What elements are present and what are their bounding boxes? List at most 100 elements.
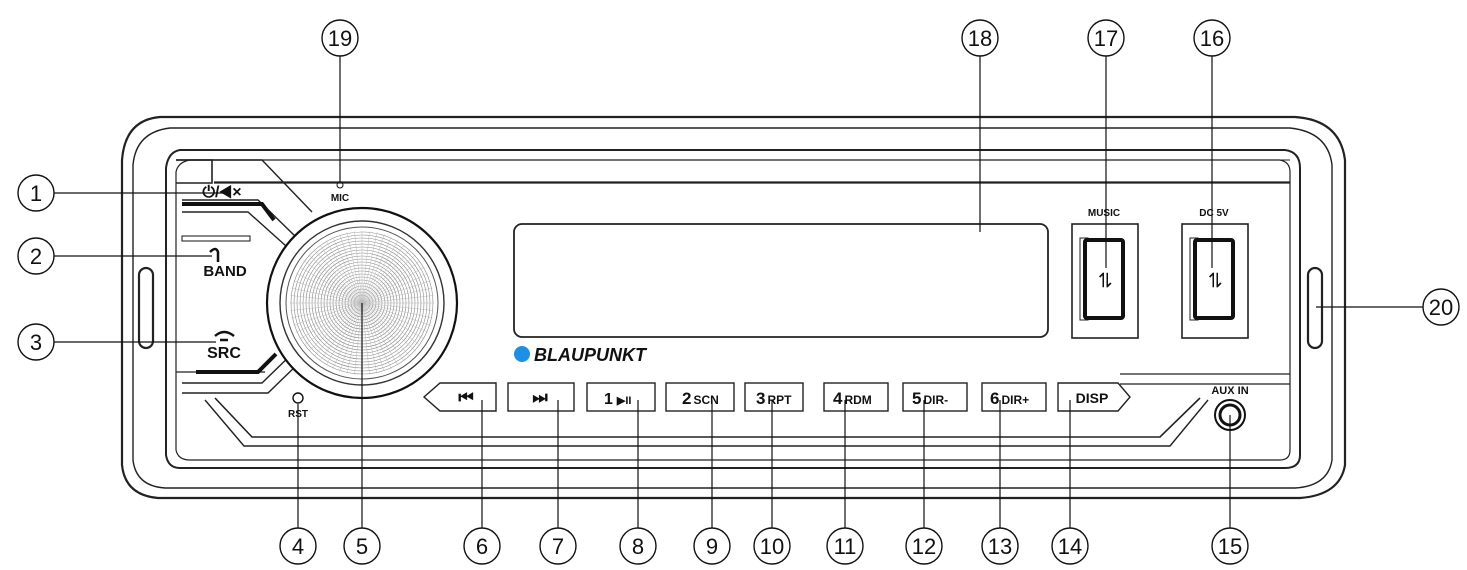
callout-6: 6 [463,400,501,565]
knob-texture [290,231,434,375]
callout-18: 18 [961,19,999,232]
callout-circle [1087,19,1125,57]
callout-circle [321,19,359,57]
callout-number: 12 [912,534,936,559]
callout-number: 3 [30,330,42,355]
callout-4: 4 [279,404,317,565]
callout-number: 11 [834,534,857,559]
button-4-number: 4 [833,389,843,408]
callout-12: 12 [905,400,943,565]
button-6-text: DIR+ [1001,393,1029,407]
callout-8: 8 [619,400,657,565]
button-6-dir-up[interactable] [981,382,1047,412]
callout-circle [17,237,55,275]
callout-circle [463,527,501,565]
dc5v-label: DC 5V [1199,208,1229,219]
callout-circle [961,19,999,57]
button-3-text: RPT [767,393,792,407]
button-5-dir-down[interactable] [902,382,968,412]
callout-number: 13 [988,534,1012,559]
src-button[interactable]: SRC [196,330,278,374]
callout-circle [905,527,943,565]
callout-number: 18 [968,26,992,51]
callout-19: 19 [321,19,359,182]
callout-circle [279,527,317,565]
callout-circle [981,527,1019,565]
brand-name: BLAUPUNKT [534,345,648,365]
usb-dc5v-port[interactable]: DC 5V ⇌ [1181,208,1249,339]
callout-number: 10 [760,534,784,559]
callout-circle [1211,527,1249,565]
disp-label: DISP [1076,390,1109,406]
play-pause-icon: ▶II [616,395,632,407]
callout-7: 7 [539,400,577,565]
callout-circle [539,527,577,565]
src-label: SRC [207,345,241,362]
button-5-number: 5 [912,389,921,408]
callout-circle [753,527,791,565]
callout-number: 15 [1218,534,1242,559]
callout-16: 16 [1193,19,1231,268]
callout-5: 5 [343,303,381,565]
band-label: BAND [203,263,246,280]
callout-number: 1 [30,181,42,206]
band-button[interactable]: BAND [181,235,251,280]
button-3-number: 3 [756,389,765,408]
callout-2: 2 [17,237,212,275]
outer-frame [120,115,1347,500]
callout-number: 2 [30,244,42,269]
callout-circle [17,323,55,361]
usb-icon: ⇌ [1094,272,1116,289]
left-release-slot [137,266,155,350]
callout-circle [1422,288,1460,326]
button-1-number: 1 [604,391,613,408]
right-release-slot [1306,266,1324,350]
callout-circle [619,527,657,565]
button-5-text: DIR- [923,393,948,407]
music-label: MUSIC [1088,208,1120,219]
callout-circle [1193,19,1231,57]
callout-11: 11 [826,400,864,565]
callout-14: 14 [1051,400,1089,565]
mic-label: MIC [331,193,349,204]
callout-number: 16 [1200,26,1224,51]
prev-button[interactable] [422,382,497,412]
callout-number: 9 [706,534,718,559]
button-2-number: 2 [682,389,691,408]
power-mute-button[interactable]: ⏻/◀× [182,184,276,222]
svg-text:1▶II: 1▶II [604,391,631,408]
callout-number: 7 [552,534,564,559]
callout-17: 17 [1087,19,1125,268]
button-4-random[interactable] [823,382,889,412]
callout-number: 4 [292,534,304,559]
callout-9: 9 [693,400,731,565]
button-2-text: SCN [693,393,718,407]
brand-logo: BLAUPUNKT [514,345,648,365]
callout-20: 20 [1316,288,1460,326]
callout-number: 14 [1058,534,1082,559]
callout-number: 19 [328,26,352,51]
callout-number: 6 [476,534,488,559]
disp-button[interactable] [1057,382,1131,412]
callout-number: 17 [1094,26,1118,51]
next-button[interactable] [507,382,575,412]
button-1-play-pause[interactable] [586,382,656,412]
phone-answer-icon [209,247,220,262]
button-2-scan[interactable] [665,382,735,412]
button-4-text: RDM [844,393,871,407]
button-3-repeat[interactable] [744,382,804,412]
callout-10: 10 [753,400,791,565]
callout-number: 8 [632,534,644,559]
usb-music-port[interactable]: MUSIC ⇌ [1071,208,1139,339]
callout-circle [826,527,864,565]
callout-3: 3 [17,323,216,361]
callout-circle [693,527,731,565]
button-6-number: 6 [990,389,999,408]
next-track-icon: ⏭ [532,388,548,407]
